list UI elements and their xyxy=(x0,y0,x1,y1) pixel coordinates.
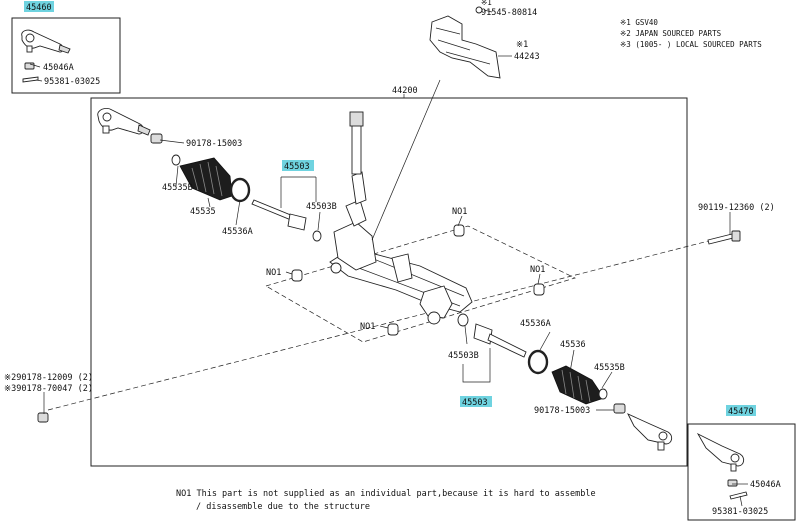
no1-label-d: NO1 xyxy=(530,265,545,275)
nut-90178-left-icon[interactable] xyxy=(150,133,163,144)
bolt-90119-icon[interactable] xyxy=(707,230,741,245)
bracket-44243-icon[interactable] xyxy=(429,6,501,79)
mark-91545: ※1 xyxy=(481,0,492,7)
hl-45503-top xyxy=(282,160,314,171)
hl-45503-bottom xyxy=(460,396,492,407)
tie-rod-end-left-icon[interactable] xyxy=(97,107,151,136)
bushing-no1-d-icon[interactable] xyxy=(533,283,545,296)
part-label-45503-bottom[interactable]: 45503 xyxy=(462,398,488,408)
no1-label-a: NO1 xyxy=(452,207,467,217)
bushing-no1-c-icon[interactable] xyxy=(387,323,399,336)
part-label-45046a-right[interactable]: 45046A xyxy=(750,480,781,490)
cotter-pin-right-icon[interactable] xyxy=(729,491,748,500)
no1-label-b: NO1 xyxy=(266,268,281,278)
nut-45503b-right-icon[interactable] xyxy=(457,313,469,327)
tie-rod-end-right-icon[interactable] xyxy=(627,413,673,451)
main-frame xyxy=(90,97,688,467)
part-label-91545[interactable]: 91545-80814 xyxy=(481,8,537,18)
steering-rack-assembly-icon[interactable] xyxy=(329,111,473,325)
nut-45046a-left-icon[interactable] xyxy=(24,62,35,70)
mount-dashed-outline xyxy=(265,225,576,343)
inset-frame-right xyxy=(687,423,796,521)
boot-45535-left-icon[interactable] xyxy=(179,157,233,201)
part-label-90119[interactable]: 90119-12360 (2) xyxy=(698,203,775,213)
part-label-90178-left[interactable]: 90178-15003 xyxy=(186,139,242,149)
part-label-45535-left[interactable]: 45535 xyxy=(190,207,216,217)
part-label-45535b-left[interactable]: 45535B xyxy=(162,183,193,193)
part-label-45470[interactable]: 45470 xyxy=(728,407,754,417)
clamp-45535b-right-icon[interactable] xyxy=(598,388,608,400)
part-label-44200[interactable]: 44200 xyxy=(392,86,418,96)
mark-44243: ※1 xyxy=(516,40,528,50)
inner-rod-right-icon[interactable] xyxy=(473,323,527,358)
hl-45460 xyxy=(24,1,54,12)
part-label-45536a-right[interactable]: 45536A xyxy=(520,319,551,329)
footnote-line-1: NO1 This part is not supplied as an indi… xyxy=(176,489,596,499)
inset-frame-left xyxy=(11,17,121,94)
part-label-45536a-left[interactable]: 45536A xyxy=(222,227,253,237)
part-label-95381-left[interactable]: 95381-03025 xyxy=(44,77,100,87)
note-3: ※3 (1005- ) LOCAL SOURCED PARTS xyxy=(620,40,762,49)
bushing-no1-b-icon[interactable] xyxy=(291,269,303,282)
part-label-45503b-top[interactable]: 45503B xyxy=(306,202,337,212)
bushing-no1-a-icon[interactable] xyxy=(453,224,465,237)
clip-45536a-left-icon[interactable] xyxy=(229,177,251,203)
part-label-90178-70047[interactable]: ※390178-70047 (2) xyxy=(4,384,93,394)
nut-90178-12009-icon[interactable] xyxy=(37,412,49,423)
clip-45536a-right-icon[interactable] xyxy=(527,349,549,375)
part-label-44243[interactable]: 44243 xyxy=(514,52,540,62)
part-label-45046a-left[interactable]: 45046A xyxy=(43,63,74,73)
part-label-45460[interactable]: 45460 xyxy=(26,3,52,13)
part-label-90178-12009[interactable]: ※290178-12009 (2) xyxy=(4,373,93,383)
part-label-45503-top[interactable]: 45503 xyxy=(284,162,310,172)
hl-45470 xyxy=(726,405,756,416)
inner-rod-left-icon[interactable] xyxy=(251,199,307,231)
part-label-95381-right[interactable]: 95381-03025 xyxy=(712,507,768,517)
part-label-45536-right[interactable]: 45536 xyxy=(560,340,586,350)
part-label-45503b-bottom[interactable]: 45503B xyxy=(448,351,479,361)
clamp-45535b-left-icon[interactable] xyxy=(171,154,181,166)
bolt-dashed-line xyxy=(47,235,729,411)
nut-45046a-right-icon[interactable] xyxy=(727,479,738,487)
tie-rod-end-right-inset-icon[interactable] xyxy=(696,432,745,472)
nut-45503b-left-icon[interactable] xyxy=(312,230,322,242)
footnote-line-2: / disassemble due to the structure xyxy=(196,502,370,512)
cotter-pin-left-icon[interactable] xyxy=(22,76,39,83)
note-2: ※2 JAPAN SOURCED PARTS xyxy=(620,29,722,38)
no1-label-c: NO1 xyxy=(360,322,375,332)
nut-90178-right-icon[interactable] xyxy=(613,403,626,414)
part-label-45535b-right[interactable]: 45535B xyxy=(594,363,625,373)
tie-rod-end-left-inset-icon[interactable] xyxy=(21,29,71,54)
part-label-90178-right[interactable]: 90178-15003 xyxy=(534,406,590,416)
note-1: ※1 GSV40 xyxy=(620,18,658,27)
leader-lines xyxy=(29,9,748,507)
